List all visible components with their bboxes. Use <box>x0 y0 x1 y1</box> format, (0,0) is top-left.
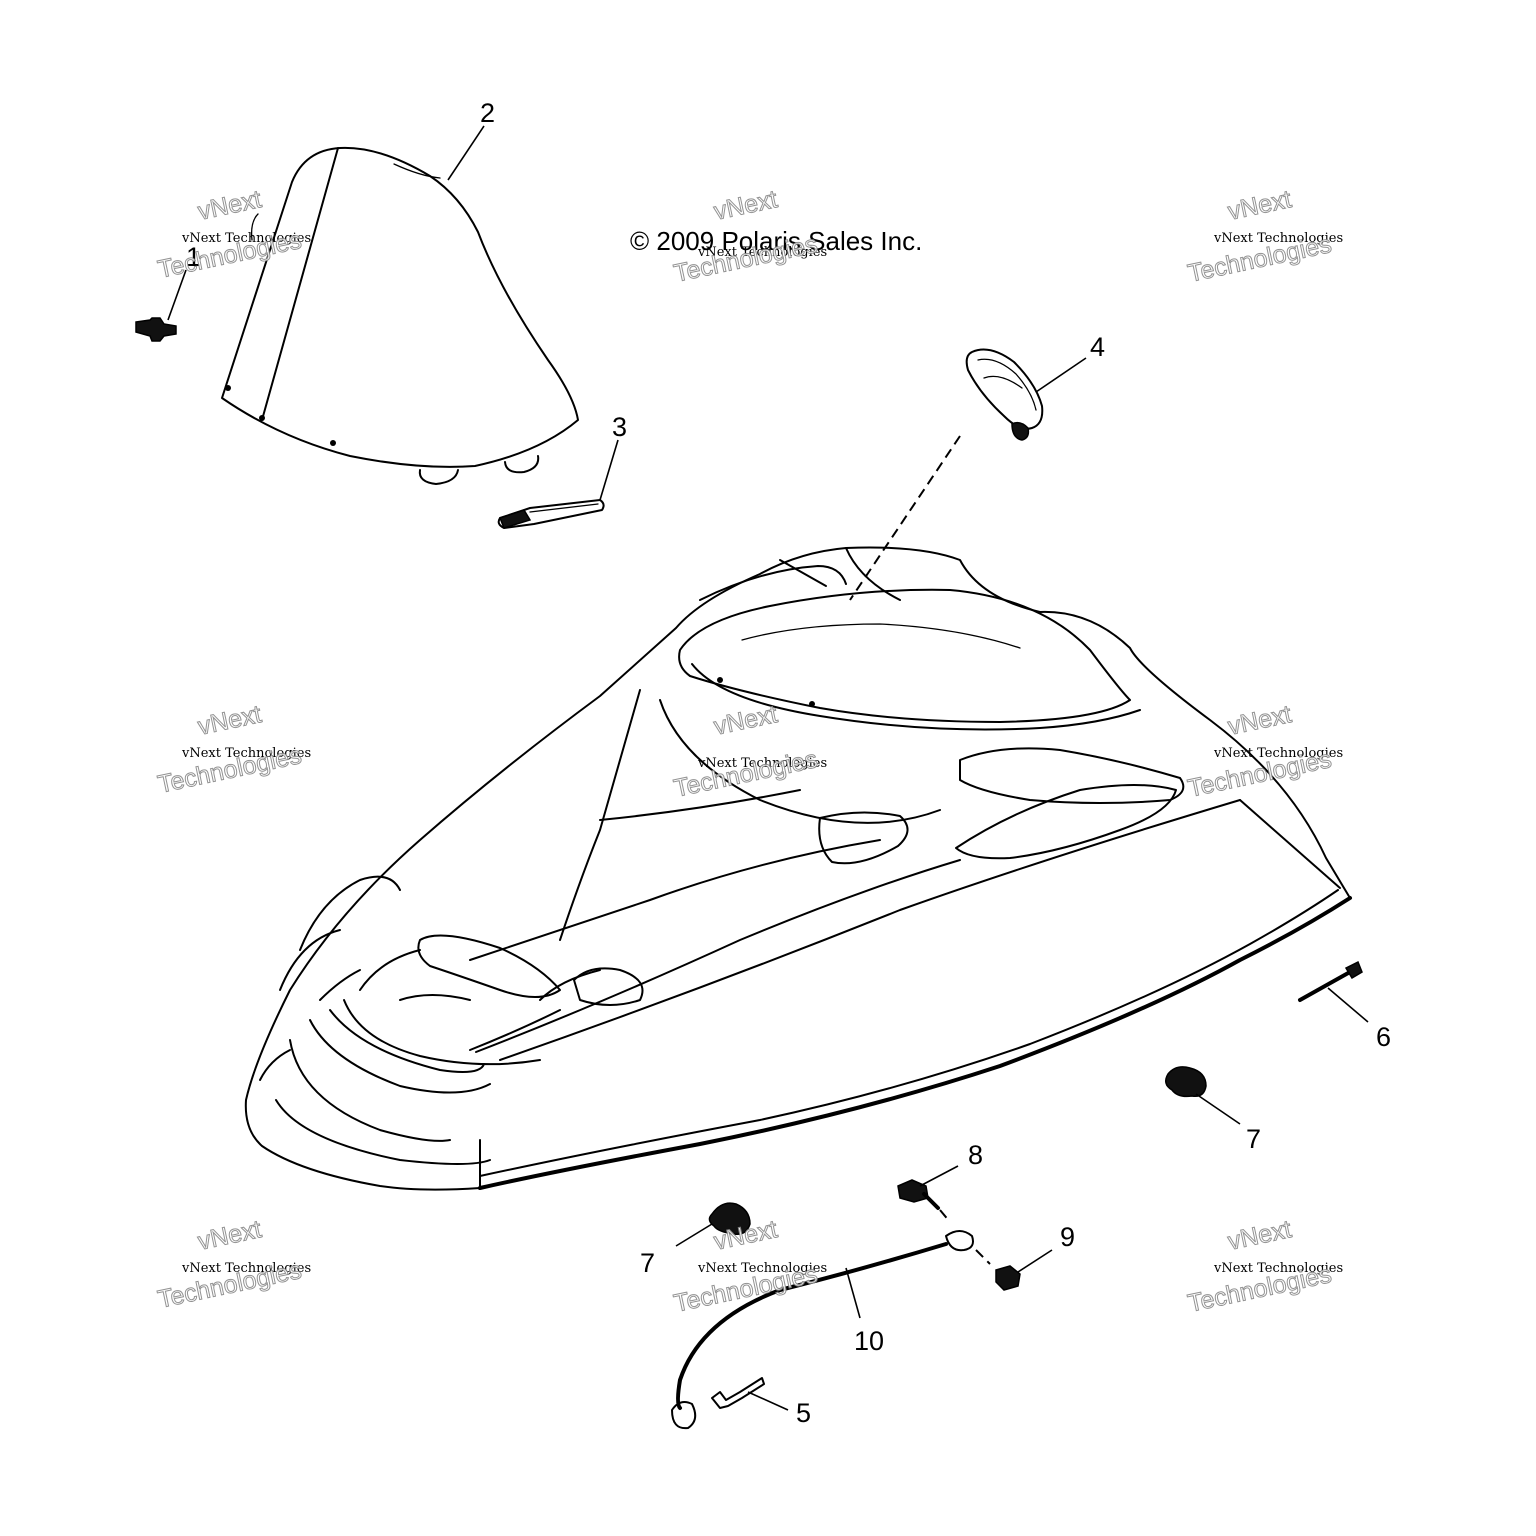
callout-1: 1 <box>186 242 201 272</box>
watermark-bottom-center: vNext vNext Technologies Technologies <box>671 1215 827 1319</box>
copyright-text: © 2009 Polaris Sales Inc. <box>630 226 922 256</box>
svg-text:vNext: vNext <box>711 700 779 741</box>
callout-2: 2 <box>480 98 495 128</box>
svg-text:vNext Technologies: vNext Technologies <box>697 1261 827 1276</box>
callout-9: 9 <box>1060 1222 1075 1252</box>
watermark-top-left: vNext vNext Technologies Technologies <box>155 185 311 285</box>
callout-7-right: 7 <box>1246 1124 1261 1154</box>
part-4-gauge-cover <box>965 348 1087 441</box>
callout-4: 4 <box>1090 332 1105 362</box>
svg-text:vNext Technologies: vNext Technologies <box>1213 1261 1343 1276</box>
part-6-cable-tie <box>1298 960 1369 1023</box>
part-10-tether-cable <box>671 1230 991 1430</box>
hood-body <box>244 546 1352 1191</box>
watermark-bottom-right: vNext vNext Technologies Technologies <box>1185 1215 1343 1319</box>
callout-10: 10 <box>854 1326 884 1356</box>
callout-6: 6 <box>1376 1022 1391 1052</box>
part-3-strap <box>497 439 619 529</box>
part-8-bolt <box>897 1165 959 1223</box>
part-5-rivet <box>711 1377 789 1411</box>
callout-8: 8 <box>968 1140 983 1170</box>
svg-text:vNext Technologies: vNext Technologies <box>181 1261 311 1276</box>
svg-text:vNext: vNext <box>195 700 263 741</box>
svg-text:vNext Technologies: vNext Technologies <box>181 746 311 761</box>
svg-text:vNext Technologies: vNext Technologies <box>697 245 827 260</box>
svg-text:vNext Technologies: vNext Technologies <box>1213 231 1343 246</box>
watermark-top-right: vNext vNext Technologies Technologies <box>1185 185 1343 289</box>
watermark-mid-left: vNext vNext Technologies Technologies <box>155 700 311 800</box>
callout-3: 3 <box>612 412 627 442</box>
svg-text:vNext: vNext <box>711 185 779 226</box>
svg-text:vNext: vNext <box>1225 1215 1293 1256</box>
part-1-push-rivet <box>135 269 187 342</box>
part-7-clip-left <box>675 1202 751 1247</box>
svg-text:vNext Technologies: vNext Technologies <box>181 231 311 246</box>
svg-text:vNext: vNext <box>195 1215 263 1256</box>
callout-7-left: 7 <box>640 1248 655 1278</box>
svg-text:vNext Technologies: vNext Technologies <box>1213 746 1343 761</box>
watermark-mid-right: vNext vNext Technologies Technologies <box>1185 700 1343 804</box>
svg-text:vNext Technologies: vNext Technologies <box>697 756 827 771</box>
callout-5: 5 <box>796 1398 811 1428</box>
watermark-bottom-left: vNext vNext Technologies Technologies <box>155 1215 311 1315</box>
watermark-mid-center: vNext vNext Technologies Technologies <box>671 700 827 804</box>
part-7-clip-right <box>1165 1066 1241 1125</box>
assembly-dashed-line <box>849 435 961 601</box>
part-9-nut <box>995 1249 1053 1291</box>
part-2-windshield <box>221 125 579 485</box>
svg-text:vNext: vNext <box>1225 700 1293 741</box>
svg-text:vNext: vNext <box>1225 185 1293 226</box>
